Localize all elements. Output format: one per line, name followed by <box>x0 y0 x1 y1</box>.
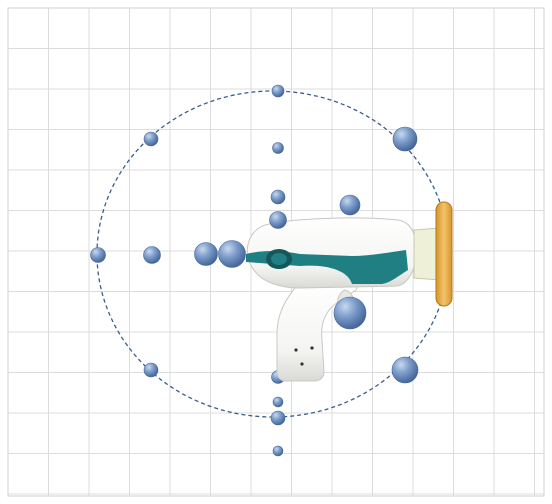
sphere-marker-icon <box>218 240 246 268</box>
sphere-marker-icon <box>272 396 284 408</box>
device-screw <box>294 348 298 352</box>
grid-border <box>7 7 545 497</box>
sphere-marker-icon <box>392 126 418 152</box>
sphere-marker-icon <box>272 142 284 154</box>
sphere-marker-icon <box>143 362 159 378</box>
sphere-marker-icon <box>391 356 419 384</box>
device-plate <box>435 201 453 307</box>
sphere-marker-icon <box>333 296 367 330</box>
sphere-marker-icon <box>270 189 286 205</box>
sphere-marker-icon <box>339 194 361 216</box>
measurement-points-back <box>90 84 419 457</box>
device-screw <box>300 362 304 366</box>
sphere-marker-icon <box>90 247 106 263</box>
device-grip <box>276 281 358 382</box>
sphere-marker-icon <box>270 410 286 426</box>
device-badge-inner <box>271 253 287 265</box>
measurement-points-front <box>218 211 367 330</box>
sphere-marker-icon <box>269 211 287 229</box>
sphere-marker-icon <box>271 84 285 98</box>
device-screw <box>310 346 314 350</box>
sphere-marker-icon <box>143 131 159 147</box>
sphere-marker-icon <box>194 242 218 266</box>
sphere-marker-icon <box>143 246 161 264</box>
sphere-marker-icon <box>272 445 284 457</box>
handheld-xray-device-icon <box>246 201 453 382</box>
